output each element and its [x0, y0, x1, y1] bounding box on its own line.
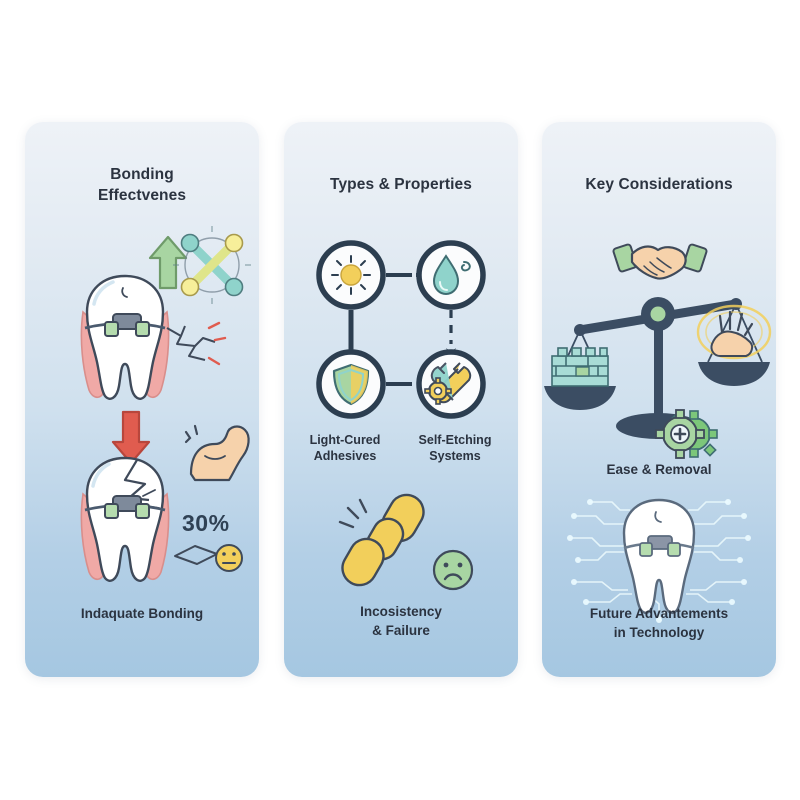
panel-bonding-effectiveness: Bonding Effectvenes — [25, 122, 259, 677]
panel-caption: Incosistency & Failure — [360, 604, 442, 639]
panel-caption: Future Advantements in Technology — [589, 606, 729, 641]
panel-title: Types & Properties — [330, 176, 472, 193]
molecule-icon — [173, 226, 251, 304]
panel-types-and-properties: Types & Properties — [284, 122, 518, 677]
sad-face-icon — [430, 547, 476, 593]
broken-chain-icon — [330, 490, 450, 590]
wrench-gear-icon — [416, 349, 486, 419]
panel-key-considerations: Key Considerations — [542, 122, 776, 677]
balance-scale-icon — [544, 282, 772, 462]
braced-tooth-icon — [63, 270, 195, 410]
shield-icon — [316, 349, 386, 419]
water-drop-icon — [416, 240, 486, 310]
node-label-self-etching: Self-Etching Systems — [418, 433, 492, 464]
handshake-icon — [612, 232, 708, 286]
down-arrow-icon — [110, 408, 152, 466]
percentage-annotation: 30% — [182, 510, 230, 536]
fractured-braced-tooth-icon — [63, 450, 195, 592]
panel-title: Key Considerations — [585, 176, 733, 193]
crack-icon — [165, 320, 235, 384]
flexed-bicep-icon — [184, 422, 255, 484]
panel-title: Bonding Effectvenes — [97, 166, 187, 205]
circuit-tooth-icon — [567, 494, 751, 626]
panel-mid-caption: Ease & Removal — [606, 462, 712, 477]
neutral-face-icon — [173, 542, 245, 582]
gear-plus-icon — [654, 408, 718, 468]
up-arrow-icon — [147, 234, 189, 292]
panel-caption: Indaquate Bonding — [80, 606, 204, 621]
node-label-light-cured: Light-Cured Adhesives — [309, 433, 381, 464]
sun-icon — [316, 240, 386, 310]
